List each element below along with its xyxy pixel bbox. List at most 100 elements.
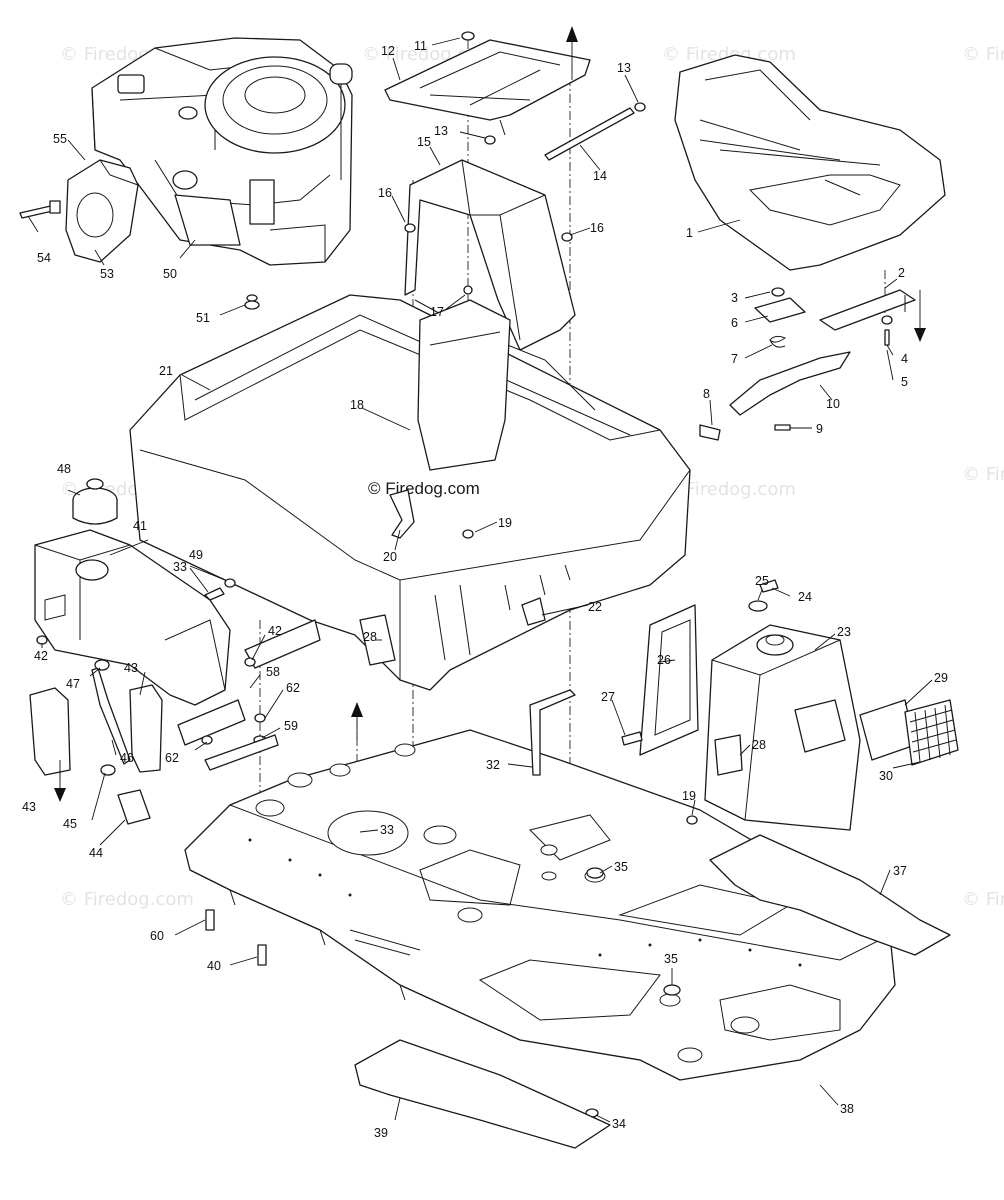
watermark-7: © Firedog.com <box>962 464 1004 485</box>
washer-25 <box>748 600 768 612</box>
label-34: 34 <box>612 1117 626 1131</box>
label-7: 7 <box>731 352 738 366</box>
label-16-right: 16 <box>590 221 604 235</box>
watermark-3: © Firedog.com <box>662 44 796 65</box>
label-33-left: 33 <box>173 560 187 574</box>
arrow-up-2 <box>351 702 363 740</box>
nut-11 <box>461 31 475 41</box>
nut-13 <box>634 102 646 112</box>
label-45: 45 <box>63 817 77 831</box>
watermark-11: © Firedog.com <box>962 889 1004 910</box>
label-3: 3 <box>731 291 738 305</box>
part-numbers: 1 2 3 4 5 6 7 8 9 10 11 12 13 13 14 15 1… <box>22 39 948 1140</box>
label-9: 9 <box>816 422 823 436</box>
small-hardware <box>36 578 279 771</box>
grommet-35 <box>663 984 681 996</box>
muffler <box>19 159 139 263</box>
label-29: 29 <box>934 671 948 685</box>
label-19-top: 19 <box>498 516 512 530</box>
label-15: 15 <box>417 135 431 149</box>
watermark-4: © Firedog.com <box>962 44 1004 65</box>
label-40: 40 <box>207 959 221 973</box>
label-35-bottom: 35 <box>664 952 678 966</box>
label-58: 58 <box>266 665 280 679</box>
tank-brackets <box>29 619 321 825</box>
label-8: 8 <box>703 387 710 401</box>
nut-13b <box>484 135 496 145</box>
bolt-19 <box>462 529 474 539</box>
label-41: 41 <box>133 519 147 533</box>
rod-32 <box>529 689 576 776</box>
rod-14 <box>544 107 635 161</box>
grille-30 <box>904 699 959 766</box>
label-47: 47 <box>66 677 80 691</box>
label-13-right: 13 <box>617 61 631 75</box>
label-44: 44 <box>89 846 103 860</box>
label-55: 55 <box>53 132 67 146</box>
label-59: 59 <box>284 719 298 733</box>
label-4: 4 <box>901 352 908 366</box>
label-22: 22 <box>588 600 602 614</box>
label-27: 27 <box>601 690 615 704</box>
bolt-40 <box>257 944 267 966</box>
label-35-top: 35 <box>614 860 628 874</box>
label-62-right: 62 <box>286 681 300 695</box>
center-watermark: © Firedog.com <box>368 479 480 498</box>
label-11: 11 <box>414 39 427 53</box>
engine <box>91 37 353 266</box>
label-24: 24 <box>798 590 812 604</box>
label-28-right: 28 <box>752 738 766 752</box>
label-39: 39 <box>374 1126 388 1140</box>
label-13-left: 13 <box>434 124 448 138</box>
label-32: 32 <box>486 758 500 772</box>
label-46: 46 <box>120 751 134 765</box>
watermark-8: © Firedog.com <box>60 889 194 910</box>
panel-26 <box>639 604 699 756</box>
footrest-mat-37 <box>709 834 951 956</box>
bolt-19b <box>686 815 698 825</box>
nut-51 <box>244 294 260 310</box>
label-23: 23 <box>837 625 851 639</box>
label-26: 26 <box>657 653 671 667</box>
leader-lines <box>27 37 933 1123</box>
seat <box>674 54 946 271</box>
bolts-16 <box>404 223 573 295</box>
label-14: 14 <box>593 169 607 183</box>
seat-hardware <box>699 287 916 441</box>
label-2: 2 <box>898 266 905 280</box>
label-10: 10 <box>826 397 840 411</box>
label-62-left: 62 <box>165 751 179 765</box>
label-43-left: 43 <box>22 800 36 814</box>
label-51: 51 <box>196 311 210 325</box>
bolt-60 <box>205 909 215 931</box>
label-33-center: 33 <box>380 823 394 837</box>
arrow-up-1 <box>566 26 578 80</box>
frame <box>184 729 896 1081</box>
label-43-right: 43 <box>124 661 138 675</box>
bolt-22 <box>521 597 546 626</box>
label-19-bottom: 19 <box>682 789 696 803</box>
label-20: 20 <box>383 550 397 564</box>
label-42-left: 42 <box>34 649 48 663</box>
label-30: 30 <box>879 769 893 783</box>
bracket-12 <box>384 39 591 136</box>
label-17: 17 <box>430 305 444 319</box>
label-12: 12 <box>381 44 395 58</box>
label-53: 53 <box>100 267 114 281</box>
label-54: 54 <box>37 251 51 265</box>
hood-body <box>129 294 691 691</box>
label-5: 5 <box>901 375 908 389</box>
label-37: 37 <box>893 864 907 878</box>
label-50: 50 <box>163 267 177 281</box>
label-60: 60 <box>150 929 164 943</box>
label-6: 6 <box>731 316 738 330</box>
footrest-mat-39 <box>354 1039 611 1149</box>
label-42-right: 42 <box>268 624 282 638</box>
label-48: 48 <box>57 462 71 476</box>
label-1: 1 <box>686 226 693 240</box>
arrow-down-1 <box>914 290 926 342</box>
bolt-27 <box>621 731 643 746</box>
label-38: 38 <box>840 1102 854 1116</box>
